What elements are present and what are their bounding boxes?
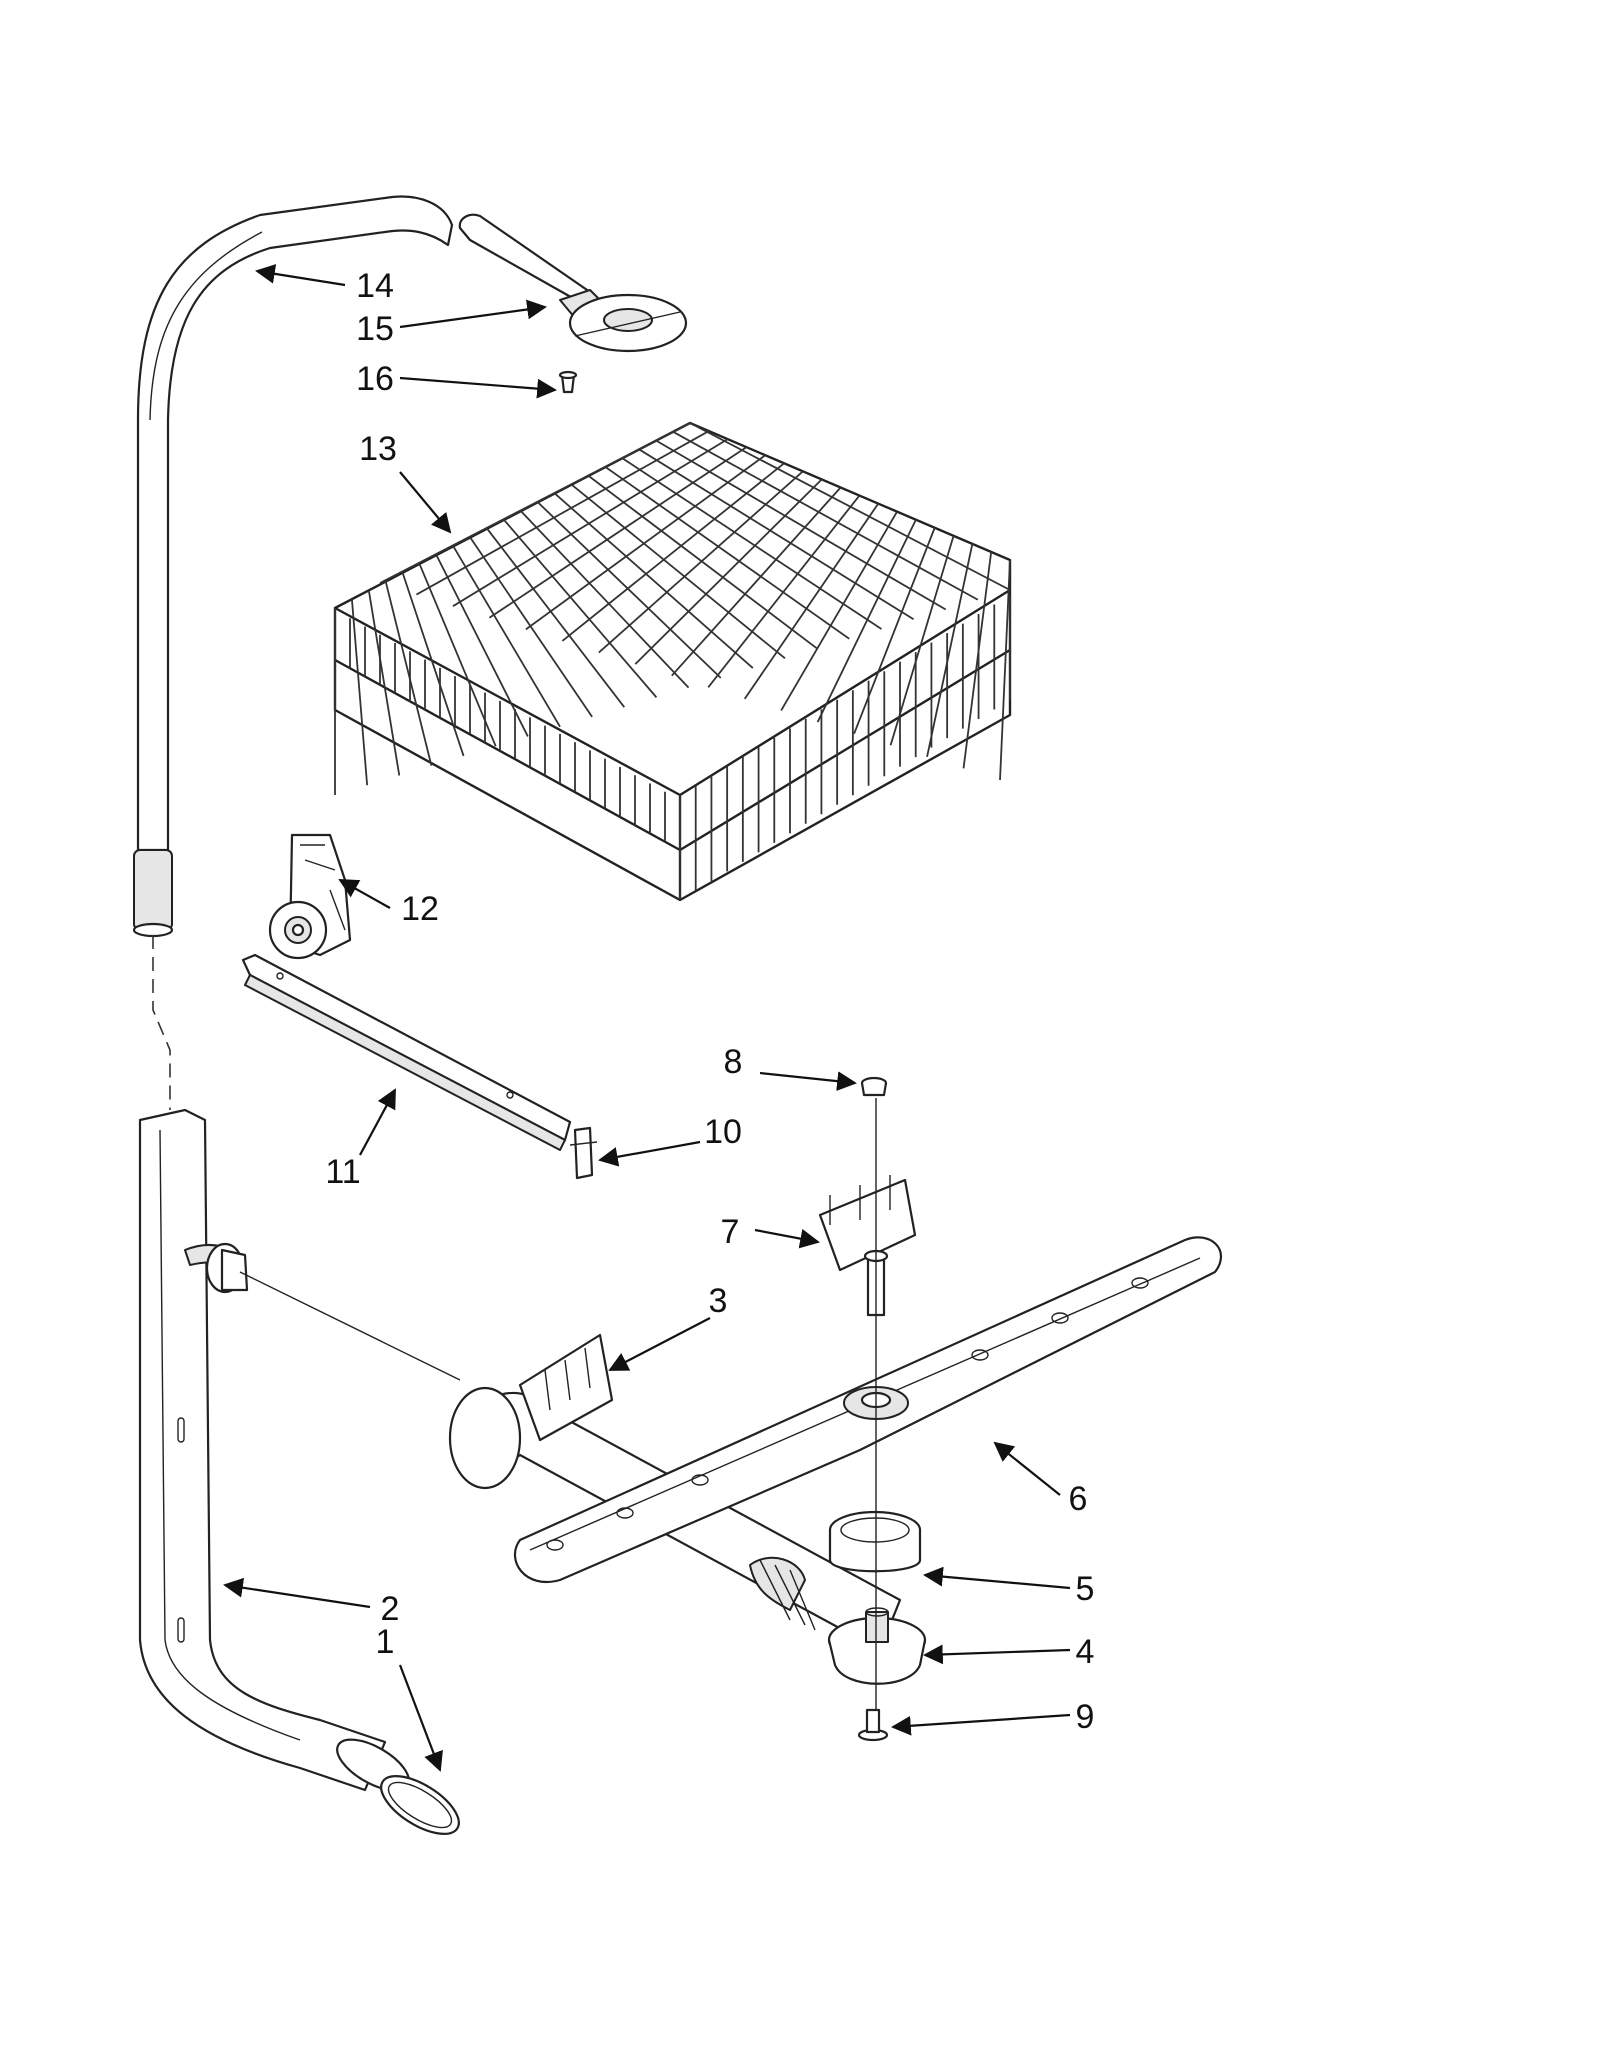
callout-6: 6 [1069,1480,1088,1518]
callout-9: 9 [1076,1698,1095,1736]
leader-7 [754,1228,820,1249]
callout-12: 12 [401,890,439,928]
leader-16 [399,376,557,399]
callout-5: 5 [1076,1570,1095,1608]
tube-gasket-part [380,1775,460,1835]
manifold-clip-part [518,1333,614,1442]
callout-7: 7 [721,1213,740,1251]
callout-11: 11 [325,1153,360,1191]
hub-screw-part [857,1708,889,1742]
leader-1 [398,1664,443,1772]
leader-4 [923,1644,1071,1665]
callout-leaders [223,264,1071,1772]
leader-5 [923,1566,1071,1590]
rack-rail-part [241,953,572,1151]
rack-adjuster-part [268,833,352,960]
spray-arm-bearing-part [818,1175,917,1317]
upper-spray-nozzle-part [458,213,688,353]
leader-2 [223,1577,371,1609]
callout-3: 3 [709,1282,728,1320]
leader-6 [993,1441,1061,1496]
callout-4: 4 [1076,1633,1095,1671]
leader-13 [399,471,452,534]
leader-12 [338,879,391,909]
callout-14: 14 [356,267,394,305]
callout-2: 2 [381,1590,400,1628]
bearing-screw-part [860,1076,888,1097]
leader-10 [598,1140,701,1167]
callout-16: 16 [356,360,394,398]
callout-labels: 1 2 3 4 5 6 7 8 9 10 11 12 13 14 15 16 [325,267,1094,1736]
callout-8: 8 [724,1043,743,1081]
callout-10: 10 [704,1113,742,1151]
leader-15 [399,299,547,329]
leader-3 [608,1317,711,1371]
lower-supply-tube-part [138,1108,410,1792]
leader-14 [255,264,346,287]
arm-seal-ring-part [828,1510,922,1573]
callout-15: 15 [356,310,394,348]
leader-11 [359,1088,396,1156]
spray-arm-hub-part [827,1607,927,1685]
leader-9 [891,1713,1071,1736]
dashed-connector [152,935,171,1110]
callout-1: 1 [376,1623,395,1661]
upper-dish-basket-part [333,421,1012,902]
upper-supply-tube-part [132,195,454,938]
connection-line [239,1271,461,1381]
nozzle-screw-part [558,370,578,394]
callout-13: 13 [359,430,397,468]
rail-end-cap-part [569,1126,598,1180]
leader-8 [759,1071,857,1091]
